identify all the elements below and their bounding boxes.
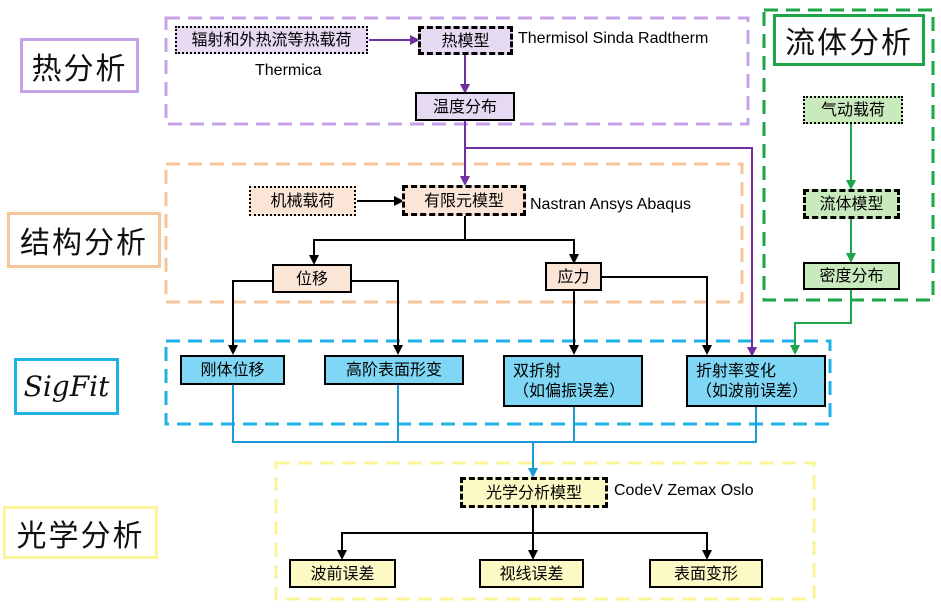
refractive-index-change-node: 折射率变化 （如波前误差）	[686, 355, 826, 407]
wavefront-error-node: 波前误差	[289, 559, 396, 588]
structural-region	[164, 162, 744, 304]
thermal-model-node: 热模型	[418, 26, 513, 55]
fluid-analysis-label: 流体分析	[773, 14, 925, 66]
radiation-load-node: 辐射和外热流等热载荷	[175, 26, 368, 54]
aero-load-node: 气动载荷	[803, 96, 903, 124]
thermal-software-label-2: Thermica	[255, 62, 322, 79]
refractive-change-line1: 折射率变化	[696, 361, 777, 380]
high-order-deformation-node: 高阶表面形变	[324, 355, 464, 385]
thermal-region	[164, 16, 750, 126]
optical-analysis-label: 光学分析	[3, 506, 158, 559]
fem-model-node: 有限元模型	[402, 185, 526, 216]
refractive-change-line2: （如波前误差）	[696, 381, 809, 400]
fluid-region	[762, 8, 935, 302]
stress-node: 应力	[545, 262, 602, 291]
displacement-node: 位移	[272, 264, 352, 293]
sigfit-region	[164, 339, 832, 426]
optical-model-node: 光学分析模型	[460, 477, 608, 508]
birefringence-node: 双折射 （如偏振误差）	[503, 355, 643, 407]
mechanical-load-node: 机械载荷	[249, 186, 356, 216]
line-of-sight-error-node: 视线误差	[479, 559, 584, 588]
thermal-software-label: Thermisol Sinda Radtherm	[518, 30, 709, 47]
birefringence-line2: （如偏振误差）	[513, 381, 626, 400]
surface-deformation-node: 表面变形	[649, 559, 763, 588]
optical-region	[274, 461, 816, 601]
thermal-analysis-label: 热分析	[20, 38, 139, 93]
sigfit-label: SigFit	[14, 358, 119, 415]
rigid-displacement-node: 刚体位移	[180, 355, 285, 385]
structural-software-label: Nastran Ansys Abaqus	[530, 196, 691, 213]
fluid-model-node: 流体模型	[803, 189, 900, 219]
structural-analysis-label: 结构分析	[7, 212, 161, 268]
temperature-distribution-node: 温度分布	[415, 92, 515, 121]
birefringence-line1: 双折射	[513, 361, 562, 380]
optical-software-label: CodeV Zemax Oslo	[614, 482, 754, 499]
density-distribution-node: 密度分布	[803, 262, 900, 290]
